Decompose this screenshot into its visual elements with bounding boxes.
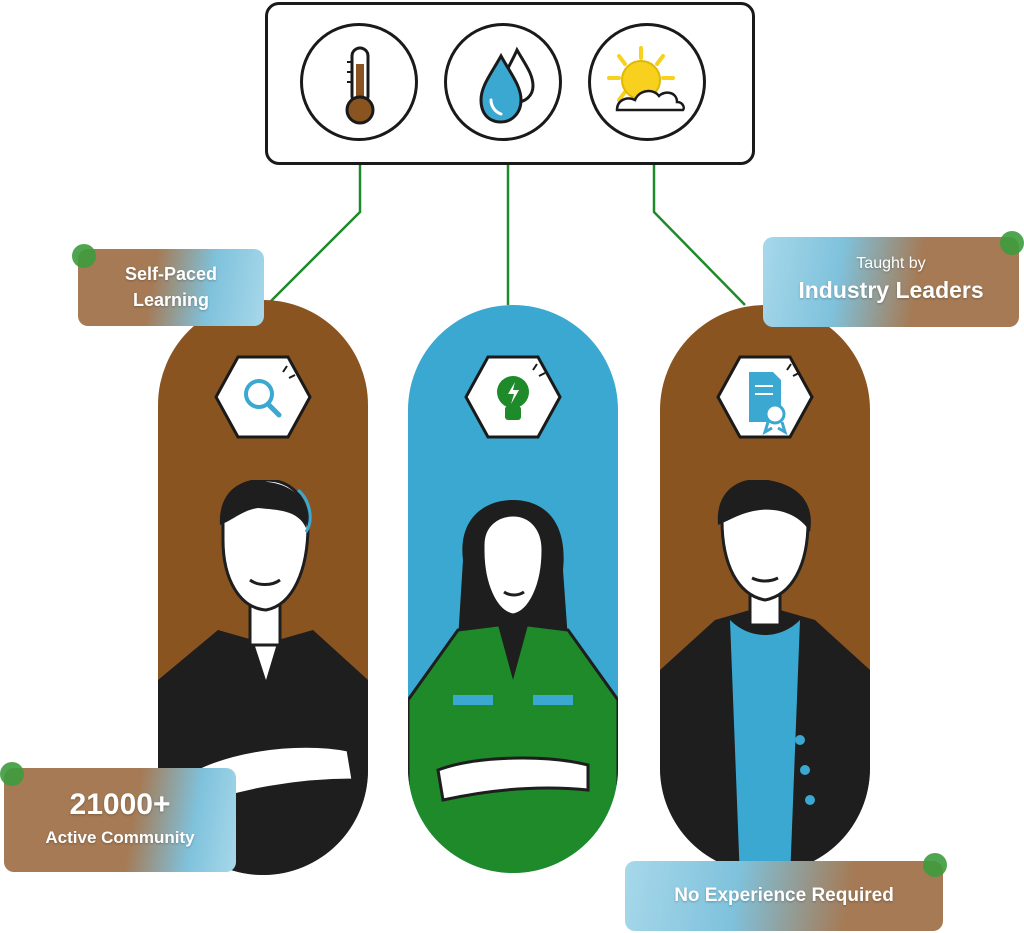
certificate-icon [749, 363, 800, 436]
no-experience-label: No Experience Required [625, 861, 943, 931]
label-dot [0, 762, 24, 786]
weather-panel [265, 2, 755, 165]
woman-crossed-arms-illustration [408, 500, 618, 873]
search-icon [244, 365, 296, 418]
community-count: 21000+ [69, 788, 171, 821]
pill-middle [408, 305, 618, 873]
label-dot [923, 853, 947, 877]
sun-cloud-icon [607, 46, 685, 112]
active-community-label: 21000+ Active Community [4, 768, 236, 872]
man-portrait-illustration [660, 480, 870, 873]
taught-by-text: Taught by [856, 255, 926, 272]
no-experience-text: No Experience Required [674, 885, 894, 906]
pill-right [660, 305, 870, 873]
thermometer-circle [300, 23, 418, 141]
self-paced-line1: Self-Paced [124, 264, 218, 284]
industry-leaders-text: Industry Leaders [798, 277, 984, 303]
water-drop-icon [479, 46, 535, 124]
self-paced-line2: Learning [132, 290, 209, 310]
lightbulb-hexagon [464, 355, 562, 439]
sun-cloud-circle [588, 23, 706, 141]
thermometer-icon [345, 46, 375, 125]
search-hexagon [214, 355, 312, 439]
lightbulb-icon [497, 363, 546, 420]
industry-leaders-label: Taught by Industry Leaders [763, 237, 1019, 327]
certificate-hexagon [716, 355, 814, 439]
self-paced-learning-label: Self-Paced Learning [78, 249, 264, 326]
label-dot [1000, 231, 1024, 255]
water-drop-circle [444, 23, 562, 141]
community-text: Active Community [45, 828, 195, 847]
label-dot [72, 244, 96, 268]
